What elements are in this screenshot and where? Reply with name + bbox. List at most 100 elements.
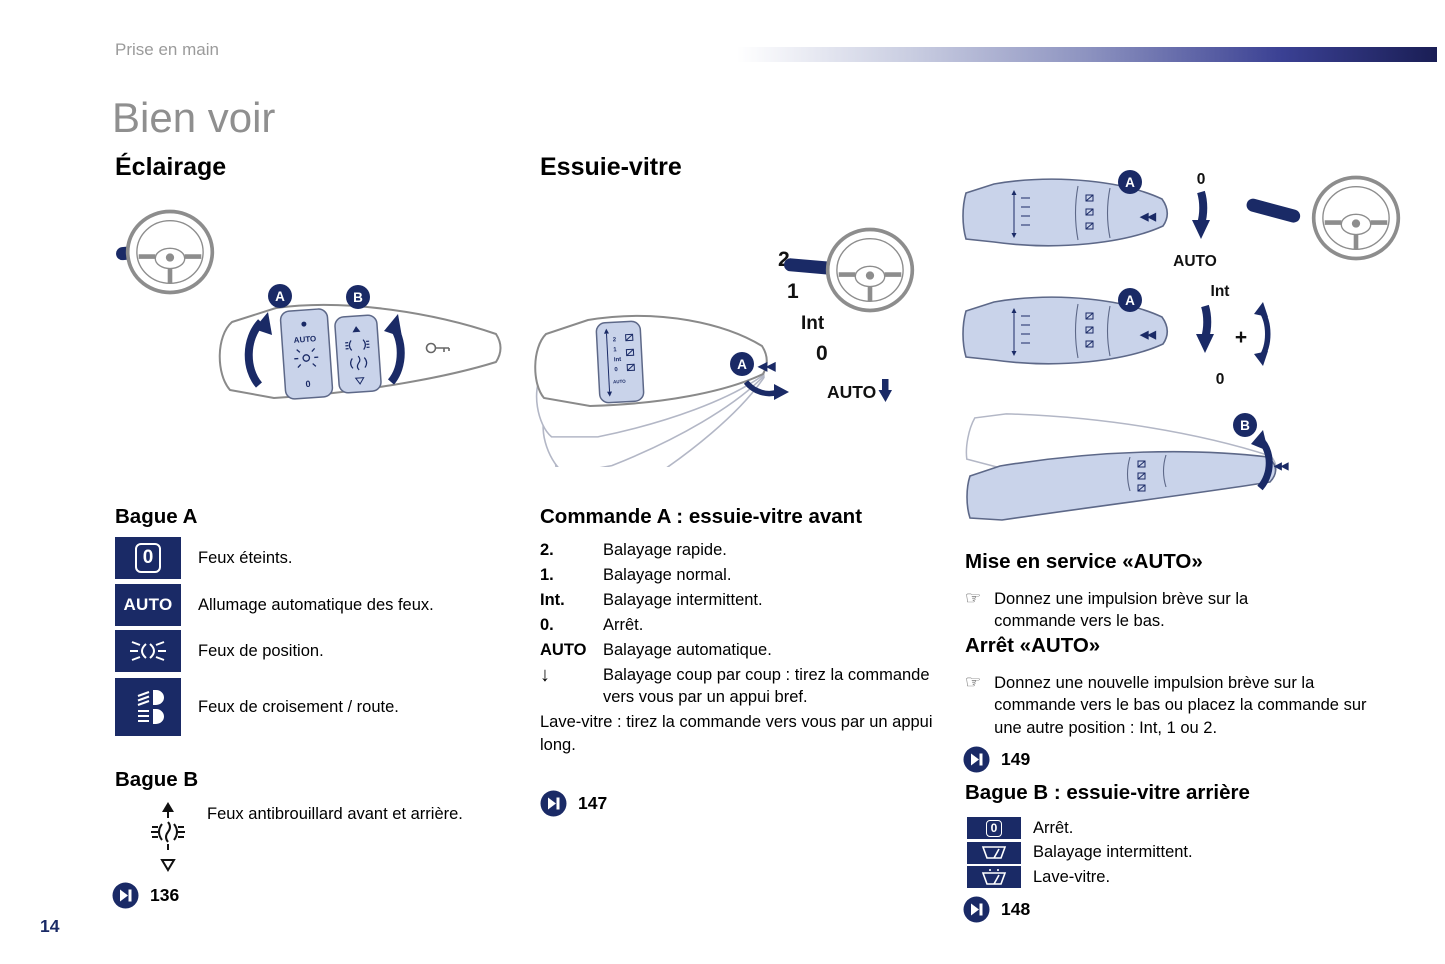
badge-a: A	[268, 284, 292, 308]
tip-detents: ◀◀	[1139, 211, 1156, 223]
list-text: Balayage coup par coup : tirez la comman…	[603, 665, 930, 707]
page-ref-number: 149	[1001, 749, 1031, 769]
rear-wiper-ring-diagram: B ◀◀	[962, 392, 1290, 521]
pointer-hand-icon: ☞	[965, 672, 982, 692]
instruction-text: Donnez une impulsion brève sur la comman…	[994, 590, 1249, 631]
pos-label-auto: AUTO	[827, 382, 876, 402]
badge-a: A	[730, 352, 754, 376]
rear-intermittent-icon	[967, 841, 1021, 864]
position-lights-icon	[115, 630, 181, 672]
header-gradient-bar	[737, 47, 1437, 62]
steering-wheel	[1246, 178, 1398, 259]
badge-b-label: B	[353, 290, 363, 305]
push-down-arrow-icon	[1192, 190, 1210, 239]
page-title: Bien voir	[112, 94, 276, 141]
ring-a-row-text: Feux de position.	[198, 641, 324, 660]
fog-lights-icon	[151, 802, 185, 872]
ring-a-row: Feux de position.	[115, 630, 324, 672]
auto-lights-icon: AUTO	[115, 584, 181, 626]
ring-a-row-text: Feux de croisement / route.	[198, 697, 399, 716]
list-item: Int. Balayage intermittent.	[540, 589, 942, 611]
band-mark-2: 2	[613, 337, 617, 343]
list-key: AUTO	[540, 640, 587, 659]
pos-label-int: Int	[801, 313, 825, 334]
list-item: 2. Balayage rapide.	[540, 539, 942, 561]
auto-lights-icon-label: AUTO	[123, 595, 173, 614]
list-text: Balayage automatique.	[603, 640, 772, 659]
ring-b-row: Feux antibrouillard avant et arrière.	[142, 798, 463, 886]
auto-engage-instruction: ☞ Donnez une impulsion brève sur la comm…	[965, 588, 1260, 633]
auto-down-arrow-icon	[878, 379, 892, 402]
instruction-text: Donnez une nouvelle impulsion brève sur …	[994, 674, 1367, 737]
page-ref-icon	[112, 882, 139, 909]
rotate-arrow-left-icon	[244, 312, 272, 388]
page-ref-number: 147	[578, 792, 608, 813]
page-ref-icon	[963, 746, 990, 773]
page-ref-number: 148	[1001, 899, 1031, 919]
auto-disengage-instruction: ☞ Donnez une nouvelle impulsion brève su…	[965, 672, 1368, 739]
band-mark-1: 1	[613, 347, 617, 353]
badge-a-label: A	[275, 289, 285, 304]
command-a-list: 2. Balayage rapide. 1. Balayage normal. …	[540, 539, 942, 817]
tip-detents: ◀◀	[757, 359, 776, 373]
rear-row-text: Lave-vitre.	[1033, 867, 1111, 886]
pointer-hand-icon: ☞	[965, 588, 982, 608]
list-text: Arrêt.	[603, 615, 644, 634]
pos-label-0: 0	[816, 342, 828, 365]
auto-engage-heading: Mise en service «AUTO»	[965, 550, 1203, 573]
rear-off-icon-label: 0	[985, 819, 1003, 837]
ring-a-row: 0 Feux éteints.	[115, 537, 292, 579]
ring-b-rear-heading: Bague B : essuie-vitre arrière	[965, 781, 1250, 804]
pos-label-1: 1	[787, 280, 799, 303]
wiper-stalk-illustration: 2 1 Int 0 AUTO A ◀◀ 2 1 Int 0 AUTO	[530, 192, 940, 467]
list-key: Int.	[540, 590, 565, 609]
badge-b-label: B	[1240, 418, 1250, 433]
stalk-on-wheel	[784, 258, 834, 275]
auto-adjust-diagram: A ◀◀ Int + 0	[962, 283, 1271, 388]
auto-engage-diagram: A ◀◀ 0 AUTO	[962, 170, 1398, 270]
rear-row: Balayage intermittent.	[967, 841, 1193, 864]
pull-arrow-icon	[743, 380, 789, 400]
badge-a-label: A	[1125, 175, 1135, 190]
fog-mark-icon	[345, 339, 370, 371]
engage-label-0: 0	[1197, 171, 1206, 188]
badge-a-label: A	[1125, 293, 1135, 308]
washer-note: Lave-vitre : tirez la commande vers vous…	[540, 713, 933, 754]
pos-label-2: 2	[778, 248, 790, 271]
page-number: 14	[40, 916, 60, 936]
ring-a-row-text: Feux éteints.	[198, 548, 293, 567]
badge-a-label: A	[737, 357, 747, 372]
ring-b-row-text: Feux antibrouillard avant et arrière.	[207, 805, 463, 823]
ring-a-row-text: Allumage automatique des feux.	[198, 595, 434, 614]
list-item: AUTO Balayage automatique.	[540, 639, 942, 661]
rear-row: Lave-vitre.	[967, 866, 1193, 889]
wiper-band: 2 1 Int 0 AUTO	[595, 320, 645, 404]
rear-off-icon: 0	[967, 817, 1021, 840]
band-mark-int: Int	[614, 357, 622, 363]
low-high-beam-icon	[115, 678, 181, 736]
tip-detents: ◀◀	[1273, 461, 1289, 472]
section-heading-lighting: Éclairage	[115, 153, 227, 181]
page-reference: 149	[963, 746, 1030, 773]
page-ref-icon	[963, 896, 990, 923]
tip-detents: ◀◀	[1139, 329, 1156, 341]
push-down-arrow-icon	[1196, 304, 1214, 353]
list-key-down-arrow: ↓	[540, 663, 550, 686]
position-light-mark-icon	[294, 347, 319, 369]
page-ref-icon	[540, 790, 567, 817]
ring-a-row: AUTO Allumage automatique des feux.	[115, 584, 434, 626]
ring-b-rear-list: 0 Arrêt. Balayage intermittent.	[967, 817, 1193, 890]
adjust-label-int: Int	[1211, 283, 1230, 300]
stalk-on-wheel	[1246, 198, 1301, 223]
list-item: ↓ Balayage coup par coup : tirez la comm…	[540, 664, 942, 709]
page-ref-number: 136	[150, 885, 180, 905]
list-item: 1. Balayage normal.	[540, 564, 942, 586]
lights-off-icon-label: 0	[134, 543, 162, 573]
badge-a: A	[1118, 170, 1142, 194]
band-mark-auto: AUTO	[613, 379, 626, 385]
lights-off-icon: 0	[115, 537, 181, 579]
page-reference: 148	[963, 896, 1030, 923]
badge-a: A	[1118, 288, 1142, 312]
badge-b: B	[1233, 413, 1257, 437]
wiper-glyphs-icon	[625, 333, 635, 372]
